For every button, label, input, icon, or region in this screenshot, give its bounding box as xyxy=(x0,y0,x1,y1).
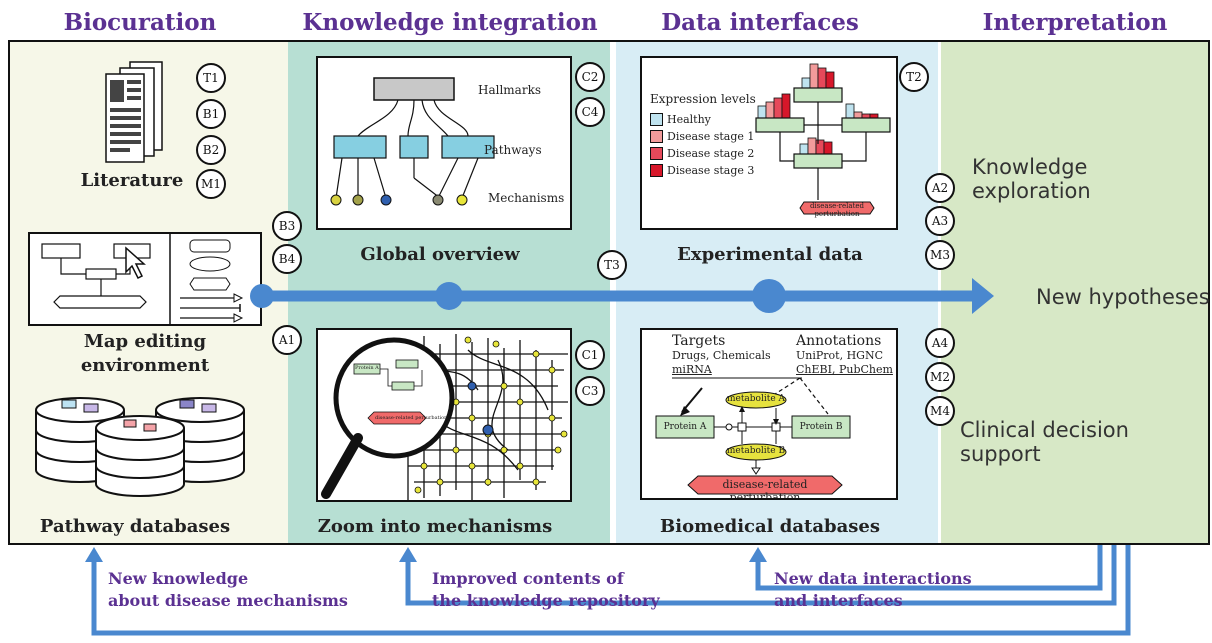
legend-label: Disease stage 3 xyxy=(667,164,755,177)
hallmarks-label: Hallmarks xyxy=(478,83,541,97)
badge-c3: C3 xyxy=(575,376,605,406)
annotations-line2: ChEBI, PubChem xyxy=(796,363,893,376)
header-biocuration: Biocuration xyxy=(63,9,217,36)
badge-b1: B1 xyxy=(196,99,226,129)
map-editing-label: Map editing environment xyxy=(40,330,250,378)
mechanisms-label: Mechanisms xyxy=(488,191,565,205)
expression-levels-title: Expression levels xyxy=(650,92,756,106)
database-cylinder-center xyxy=(95,415,185,497)
badge-b3: B3 xyxy=(272,211,302,241)
hierarchy-diagram xyxy=(330,77,495,206)
legend-item: Disease stage 3 xyxy=(650,162,754,179)
legend-swatch xyxy=(650,130,663,143)
legend-label: Disease stage 1 xyxy=(667,130,755,143)
metabolite-b-label: metabolite B xyxy=(726,446,786,456)
biomedical-databases-label: Biomedical databases xyxy=(660,516,880,537)
badge-a1: A1 xyxy=(272,325,302,355)
badge-m3: M3 xyxy=(925,240,955,270)
header-data-interfaces: Data interfaces xyxy=(661,9,859,36)
feedback-label-new-knowledge: New knowledge about disease mechanisms xyxy=(108,568,348,612)
pathway-databases-label: Pathway databases xyxy=(39,516,231,537)
map-editor-panel xyxy=(28,232,262,326)
perturbation-label: disease-related perturbation xyxy=(722,478,808,500)
feedback-arrow-outer xyxy=(91,545,1131,636)
experimental-data-panel: Expression levels Healthy Disease stage … xyxy=(640,56,898,230)
literature-label: Literature xyxy=(80,170,184,191)
biomedical-databases-panel: Targets Drugs, Chemicals miRNA Annotatio… xyxy=(640,328,898,500)
badge-a3: A3 xyxy=(925,206,955,236)
feedback-3-line2: and interfaces xyxy=(774,591,903,610)
feedback-label-improved-contents: Improved contents of the knowledge repos… xyxy=(432,568,660,612)
feedback-2-line1: Improved contents of xyxy=(432,569,624,588)
map-editing-line2: environment xyxy=(80,355,210,376)
badge-t3: T3 xyxy=(597,250,627,280)
feedback-arrow-middle xyxy=(405,545,1117,606)
feedback-1-line2: about disease mechanisms xyxy=(108,591,348,610)
annotations-line1: UniProt, HGNC xyxy=(796,349,883,362)
legend-swatch xyxy=(650,113,663,126)
feedback-2-line2: the knowledge repository xyxy=(432,591,660,610)
literature-icon xyxy=(105,61,163,163)
header-interpretation: Interpretation xyxy=(982,9,1168,36)
experimental-perturbation-label: disease-related perturbation xyxy=(809,202,865,218)
map-editor-canvas xyxy=(41,234,244,324)
feedback-arrow-inner xyxy=(755,545,1103,591)
badge-a4: A4 xyxy=(925,328,955,358)
legend-swatch xyxy=(650,164,663,177)
global-overview-panel: Hallmarks Pathways Mechanisms xyxy=(316,56,572,230)
pathway-databases-icon xyxy=(35,397,245,497)
badge-c2: C2 xyxy=(575,62,605,92)
global-overview-label: Global overview xyxy=(360,244,520,265)
badge-t1: T1 xyxy=(196,63,226,93)
targets-line1: Drugs, Chemicals xyxy=(672,349,771,362)
legend-label: Disease stage 2 xyxy=(667,147,755,160)
targets-line2: miRNA xyxy=(672,363,712,376)
legend-item: Disease stage 2 xyxy=(650,145,754,162)
legend-label: Healthy xyxy=(667,113,711,126)
protein-b-label: Protein B xyxy=(799,422,843,432)
experimental-data-label: Experimental data xyxy=(677,244,863,265)
badge-m4: M4 xyxy=(925,396,955,426)
zoom-mechanisms-panel: Protein A disease-related perturbation xyxy=(316,328,572,502)
badge-b4: B4 xyxy=(272,244,302,274)
expression-network xyxy=(755,63,891,215)
badge-a2: A2 xyxy=(925,173,955,203)
feedback-3-line1: New data interactions xyxy=(774,569,972,588)
badge-c1: C1 xyxy=(575,340,605,370)
header-knowledge-integration: Knowledge integration xyxy=(302,9,598,36)
legend-swatch xyxy=(650,147,663,160)
feedback-label-new-data-interactions: New data interactions and interfaces xyxy=(774,568,972,612)
legend-item: Healthy xyxy=(650,111,754,128)
badge-b2: B2 xyxy=(196,135,226,165)
protein-a-mini-label: Protein A xyxy=(355,365,379,371)
badge-c4: C4 xyxy=(575,97,605,127)
map-editing-line1: Map editing xyxy=(83,331,207,352)
badge-m2: M2 xyxy=(925,362,955,392)
badge-m1: M1 xyxy=(196,169,226,199)
legend-item: Disease stage 1 xyxy=(650,128,754,145)
new-hypotheses-label: New hypotheses xyxy=(1036,285,1210,309)
zoom-mechanisms-label: Zoom into mechanisms xyxy=(317,516,553,537)
clinical-decision-label: Clinical decision support xyxy=(960,418,1129,466)
diagram-frame xyxy=(8,40,1210,545)
knowledge-exploration-label: Knowledge exploration xyxy=(972,155,1091,203)
expression-legend: Healthy Disease stage 1 Disease stage 2 … xyxy=(650,111,754,179)
mechanism-network xyxy=(321,334,568,500)
targets-title: Targets xyxy=(672,333,726,349)
perturbation-mini-label: disease-related perturbation xyxy=(375,415,448,421)
feedback-1-line1: New knowledge xyxy=(108,569,249,588)
annotations-title: Annotations xyxy=(796,333,882,349)
metabolite-a-label: metabolite A xyxy=(726,394,786,404)
badge-t2: T2 xyxy=(899,62,929,92)
protein-a-label: Protein A xyxy=(663,422,707,432)
pathways-label: Pathways xyxy=(484,143,542,157)
biomedical-network xyxy=(655,377,851,495)
